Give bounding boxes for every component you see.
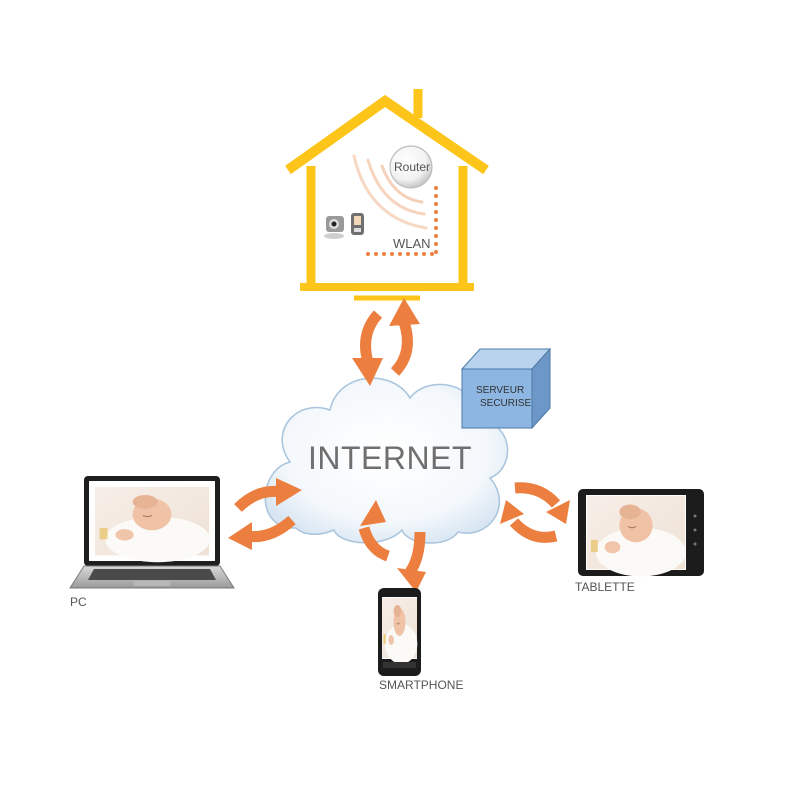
server-box-icon bbox=[460, 347, 552, 430]
smartphone-label: SMARTPHONE bbox=[379, 678, 464, 692]
server-label-line2: SECURISE bbox=[480, 398, 532, 409]
router-label: Router bbox=[394, 160, 431, 174]
wlan-dotted-link bbox=[366, 186, 438, 256]
wifi-signal-icon bbox=[352, 154, 428, 230]
pc-label: PC bbox=[70, 595, 87, 609]
arrow-house-cloud bbox=[352, 298, 420, 386]
router-icon bbox=[389, 145, 433, 189]
arrow-pc-cloud bbox=[228, 478, 302, 550]
arrow-phone-cloud bbox=[358, 500, 426, 592]
server-label-line1: SERVEUR bbox=[476, 385, 525, 396]
internet-label: INTERNET bbox=[308, 440, 472, 476]
camera-icon bbox=[324, 213, 364, 239]
wlan-label: WLAN bbox=[393, 236, 431, 251]
tablette-label: TABLETTE bbox=[575, 580, 635, 594]
smartphone-icon bbox=[378, 588, 421, 676]
house-icon bbox=[285, 89, 489, 301]
tablet-icon bbox=[578, 489, 704, 578]
laptop-icon bbox=[69, 476, 235, 589]
arrow-tablet-cloud bbox=[500, 482, 570, 543]
